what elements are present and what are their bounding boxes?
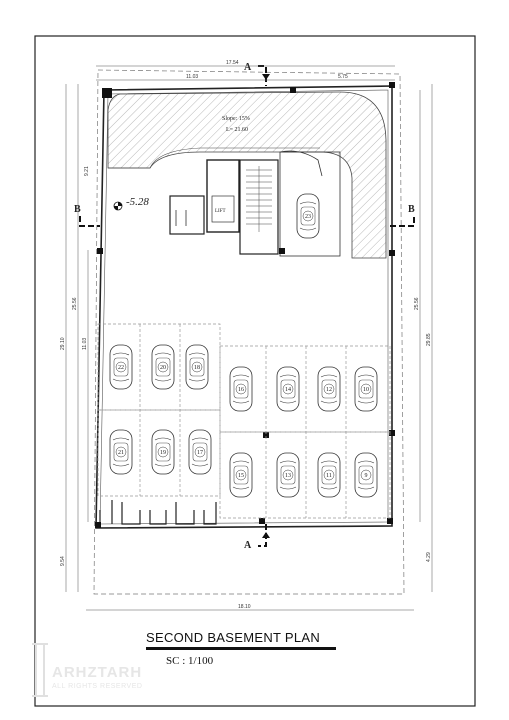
parking-space-17: 17: [188, 429, 212, 475]
parking-space-20: 20: [151, 344, 175, 390]
dim-right-outer: 29.85: [426, 333, 432, 346]
level-marker: -5.28: [113, 196, 149, 211]
space-16: 16: [238, 387, 244, 393]
space-13: 13: [285, 473, 291, 479]
parking-space-21: 21: [109, 429, 133, 475]
space-17: 17: [197, 450, 203, 456]
parking-space-19: 19: [151, 429, 175, 475]
drawing-title: SECOND BASEMENT PLAN: [146, 630, 321, 645]
section-b-right-label: B: [408, 204, 415, 215]
bottom-wall-niches: [99, 500, 217, 525]
dim-top-total: 17.54: [226, 60, 239, 66]
space-12: 12: [326, 387, 332, 393]
dim-right-lower: 4.29: [426, 552, 432, 562]
parking-space-14: 14: [276, 366, 300, 412]
parking-space-15: 15: [229, 452, 253, 498]
space-15: 15: [238, 473, 244, 479]
level-value: -5.28: [126, 196, 149, 208]
space-19: 19: [160, 450, 166, 456]
section-marker-a-bottom: A: [244, 524, 270, 551]
ramp-inner-curve: [108, 147, 320, 169]
logo-wordmark: ARHZTARH: [52, 664, 143, 681]
ramp-length: L= 21.60: [226, 127, 248, 133]
section-marker-b-left: B: [74, 204, 100, 227]
space-14: 14: [285, 387, 291, 393]
dim-left-lower: 9.54: [60, 556, 66, 566]
space-23: 23: [305, 214, 311, 220]
site-boundary: [93, 69, 405, 595]
parking-space-22: 22: [109, 344, 133, 390]
space-10: 10: [363, 387, 369, 393]
parking-space-9: 9: [354, 452, 378, 498]
parking-space-10: 10: [354, 366, 378, 412]
logo-subtitle: ALL RIGHTS RESERVED: [52, 683, 143, 690]
dim-top-left: 11.03: [186, 74, 198, 80]
stair-core: LIFT: [169, 159, 279, 255]
logo-mark: [32, 643, 48, 697]
parking-space-11: 11: [317, 452, 341, 498]
section-marker-a-top: A: [244, 62, 270, 86]
dim-left-inner: 11.03: [82, 338, 88, 350]
section-a-top-label: A: [244, 62, 252, 73]
lift-label: LIFT: [215, 209, 226, 214]
dim-bottom-total: 18.10: [238, 604, 251, 610]
space-22: 22: [118, 365, 124, 371]
space-21: 21: [118, 450, 124, 456]
parking-space-16: 16: [229, 366, 253, 412]
parking-grid: [97, 323, 391, 519]
dimension-lines: [65, 65, 433, 611]
dim-top-right: 5.75: [338, 74, 348, 80]
parking-space-13: 13: [276, 452, 300, 498]
section-marker-b-right: B: [390, 204, 415, 227]
parking-bay-23: 23: [279, 150, 341, 257]
space-9: 9: [365, 473, 368, 479]
parking-space-18: 18: [185, 344, 209, 390]
section-b-left-label: B: [74, 204, 81, 215]
dim-left-mid: 25.56: [72, 297, 78, 310]
space-11: 11: [326, 473, 332, 479]
parking-space-12: 12: [317, 366, 341, 412]
structural-columns: [95, 82, 395, 528]
space-20: 20: [160, 365, 166, 371]
dim-right-mid: 25.56: [414, 297, 420, 310]
ramp-slope: Slope: 15%: [222, 116, 250, 122]
title-underline: [146, 647, 336, 650]
sheet-frame: [34, 35, 476, 707]
title-block: SECOND BASEMENT PLAN: [146, 630, 336, 650]
space-18: 18: [194, 365, 200, 371]
drawing-scale: SC : 1/100: [166, 655, 214, 667]
dim-left-outer: 29.10: [60, 337, 66, 350]
dim-left-upper: 9.21: [84, 166, 90, 176]
section-a-bottom-label: A: [244, 540, 252, 551]
